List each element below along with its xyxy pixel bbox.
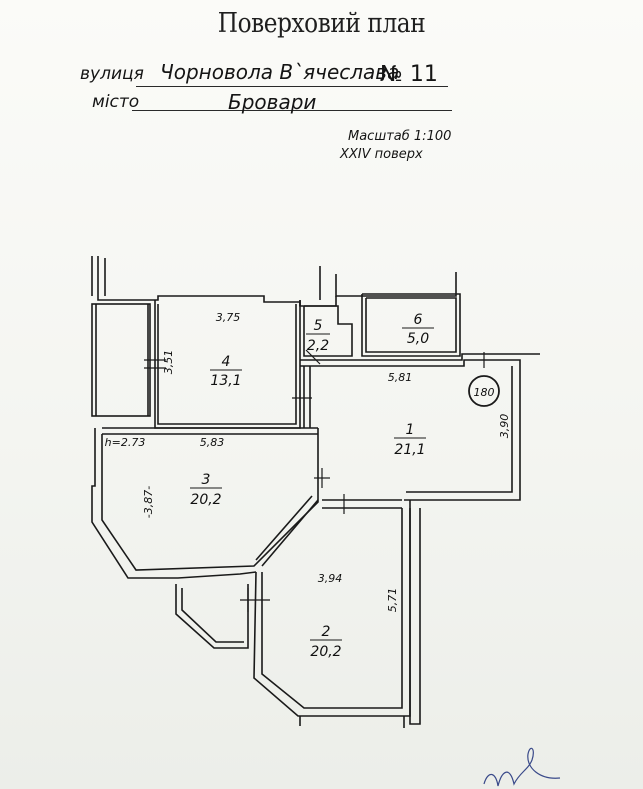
street-underline (136, 86, 448, 87)
room-5-number: 5 (314, 318, 323, 334)
room-4-area: 13,1 (210, 373, 241, 389)
room-3-area: 20,2 (190, 492, 221, 508)
dim-3-51: 3,51 (162, 350, 175, 375)
dim-3-87: -3,87- (142, 486, 155, 518)
dim-3-90: 3,90 (498, 414, 511, 439)
dim-3-75: 3,75 (216, 311, 241, 324)
dim-3-94: 3,94 (318, 572, 343, 585)
house-number: № 11 (380, 62, 438, 87)
dim-5-81: 5,81 (388, 371, 413, 384)
street-value: Чорновола В`ячеслава (160, 60, 400, 84)
room-2-area: 20,2 (310, 644, 341, 660)
room-1-number: 1 (406, 422, 415, 438)
dim-5-83: 5,83 (200, 436, 225, 449)
city-value: Бровари (228, 90, 317, 114)
marker-label: 180 (474, 386, 495, 399)
floor-label: XXIV поверх (340, 147, 423, 162)
room-1-area: 21,1 (394, 442, 425, 458)
wall-top-left (97, 256, 301, 306)
signature (483, 747, 561, 787)
room-4-number: 4 (222, 354, 231, 370)
room-2-number: 2 (322, 624, 331, 640)
room-6-number: 6 (414, 312, 423, 328)
dim-5-71: 5,71 (386, 588, 399, 613)
room-5-area: 2,2 (307, 338, 329, 354)
room-6-area: 5,0 (407, 331, 429, 347)
street-label: вулиця (80, 64, 144, 84)
city-underline (132, 110, 452, 111)
city-label: місто (92, 92, 140, 112)
room-3-number: 3 (202, 472, 211, 488)
ceiling-height: h=2.73 (105, 436, 146, 449)
marker-circle (468, 375, 500, 407)
page-title: Поверховий план (217, 8, 426, 39)
scale-label: Масштаб 1:100 (348, 129, 452, 144)
